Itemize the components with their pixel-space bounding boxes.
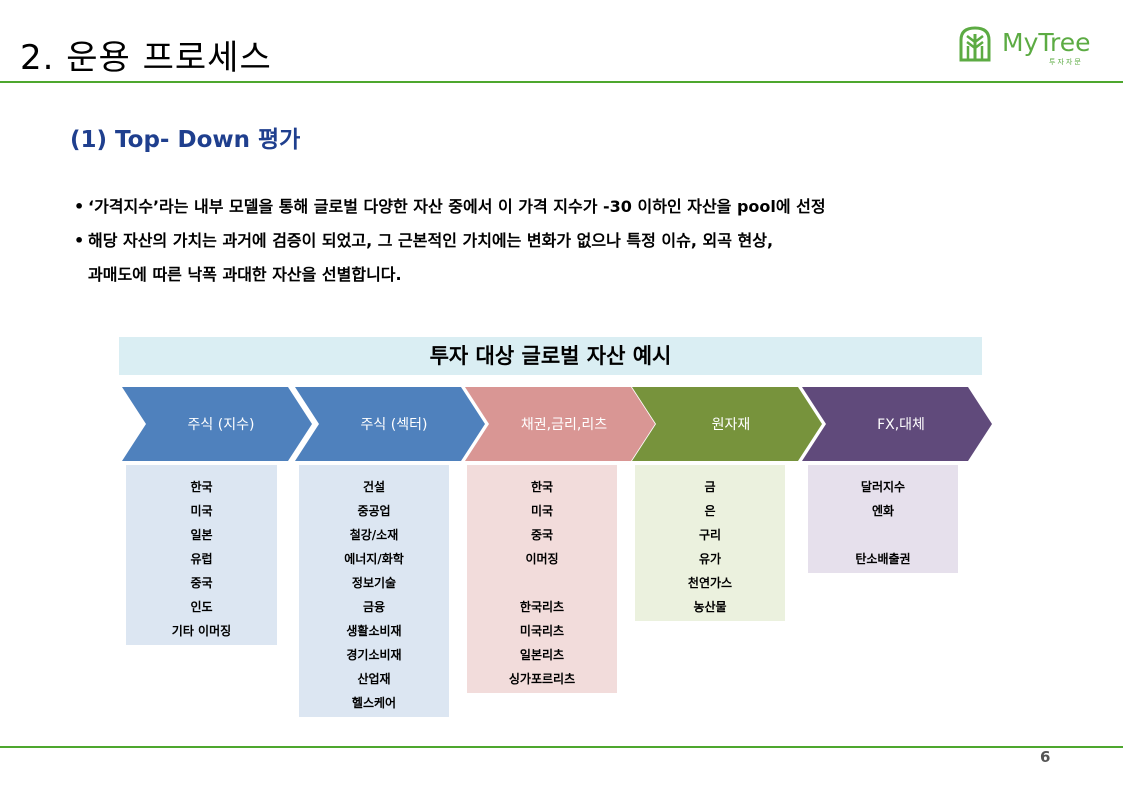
- asset-item: 천연가스: [687, 576, 733, 590]
- asset-item: [467, 571, 617, 595]
- asset-item: 구리: [698, 528, 722, 542]
- logo-text: MyTree: [1002, 28, 1091, 57]
- category-label: 주식 (지수): [188, 417, 255, 433]
- asset-item: 중국: [530, 528, 554, 542]
- asset-item: 이머징: [525, 552, 559, 566]
- asset-item: 중공업: [357, 504, 391, 518]
- section-subtitle: (1) Top- Down 평가: [70, 127, 301, 153]
- asset-item: 한국: [190, 480, 213, 494]
- asset-item: 미국: [190, 504, 213, 518]
- footer-divider: [0, 746, 1123, 748]
- asset-item: 건설: [362, 480, 386, 494]
- asset-item: 일본: [190, 528, 213, 542]
- asset-item: 정보기술: [351, 576, 397, 590]
- category-label: 주식 (섹터): [361, 417, 428, 433]
- asset-item: 금: [704, 480, 716, 494]
- asset-item: 달러지수: [860, 480, 906, 494]
- asset-item: 에너지/화학: [344, 552, 404, 566]
- category-arrow: [632, 387, 822, 461]
- asset-item: 싱가포르리츠: [508, 672, 576, 686]
- logo-subtext: 투자자문: [1049, 58, 1083, 66]
- asset-item: 인도: [190, 600, 213, 614]
- asset-item: 산업재: [357, 672, 391, 686]
- asset-item: 은: [704, 504, 716, 518]
- asset-item: 경기소비재: [346, 648, 402, 662]
- category-label: FX,대체: [877, 417, 925, 433]
- asset-item: 미국: [530, 504, 554, 518]
- asset-item: 철강/소재: [349, 528, 399, 542]
- category-arrow: [122, 387, 312, 461]
- asset-item: 한국: [530, 480, 554, 494]
- asset-item: 기타 이머징: [171, 624, 232, 638]
- company-logo: MyTree 투자자문: [955, 24, 1095, 68]
- asset-item: 중국: [190, 576, 213, 590]
- asset-item: 금융: [362, 600, 386, 614]
- asset-item: 탄소배출권: [855, 552, 911, 566]
- asset-item: 일본리츠: [519, 648, 565, 662]
- bullet-continuation: 과매도에 따른 낙폭 과대한 자산을 선별합니다.: [88, 265, 402, 284]
- category-arrow: [465, 387, 655, 461]
- asset-item: 유가: [698, 552, 722, 566]
- asset-item: 농산물: [693, 600, 727, 614]
- category-arrow: [802, 387, 992, 461]
- bullet-item: •‘가격지수’라는 내부 모델을 통해 글로벌 다양한 자산 중에서 이 가격 …: [74, 197, 826, 216]
- asset-item: 헬스케어: [351, 696, 397, 710]
- category-label: 원자재: [712, 417, 751, 433]
- asset-item: 생활소비재: [346, 624, 402, 638]
- asset-item: [808, 523, 958, 547]
- bullet-list: •‘가격지수’라는 내부 모델을 통해 글로벌 다양한 자산 중에서 이 가격 …: [74, 190, 826, 292]
- tree-icon: [959, 26, 991, 62]
- category-arrow: [295, 387, 485, 461]
- bullet-item: •해당 자산의 가치는 과거에 검증이 되었고, 그 근본적인 가치에는 변화가…: [74, 231, 774, 250]
- category-label: 채권,금리,리츠: [521, 417, 607, 433]
- header-divider: [0, 81, 1123, 83]
- asset-item: 엔화: [871, 504, 895, 518]
- asset-item: 유럽: [190, 552, 213, 566]
- asset-item: 미국리츠: [519, 624, 565, 638]
- page-number: 6: [1040, 748, 1051, 766]
- diagram-banner: 투자 대상 글로벌 자산 예시: [119, 337, 982, 375]
- asset-item: 한국리츠: [519, 600, 565, 614]
- page-title: 2. 운용 프로세스: [20, 38, 272, 78]
